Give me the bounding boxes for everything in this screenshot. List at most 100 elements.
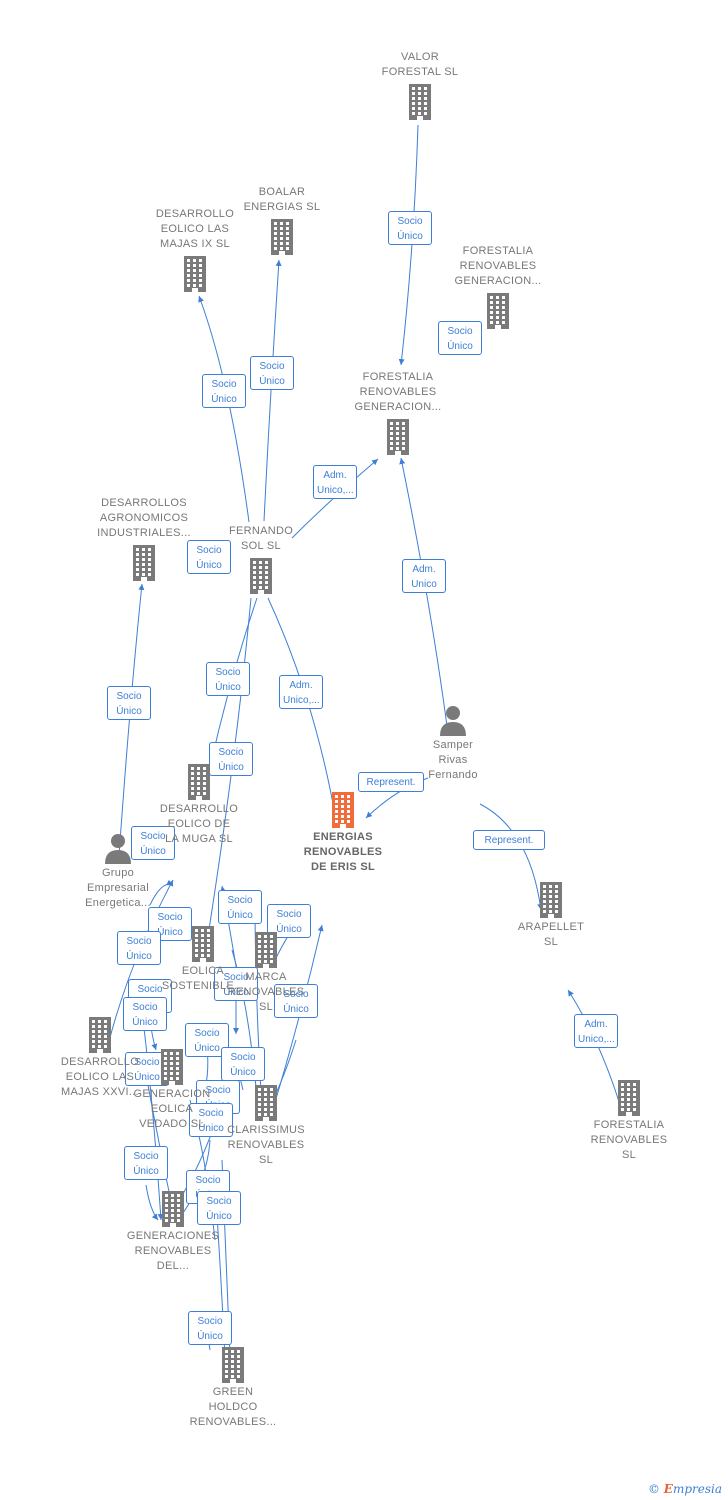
relation-label[interactable]: Socio Único [274, 984, 318, 1018]
relation-label[interactable]: Socio Único [202, 374, 246, 408]
brand-e: E [663, 1482, 673, 1496]
building-icon[interactable] [157, 1191, 189, 1227]
relation-label[interactable]: Socio Único [188, 1311, 232, 1345]
copyright-symbol: © [647, 1482, 660, 1496]
relation-edge-27 [145, 1184, 159, 1221]
company-node-boalar[interactable]: BOALAR ENERGIAS SL [217, 185, 347, 255]
relation-edge-17 [271, 924, 324, 1113]
node-label[interactable]: FERNANDO SOL SL [228, 525, 294, 552]
person-icon[interactable] [103, 832, 133, 864]
node-label[interactable]: DESARROLLO EOLICO LAS MAJAS XXVI... [60, 1056, 140, 1098]
relation-label[interactable]: Socio Único [388, 211, 432, 245]
relation-label[interactable]: Socio Único [209, 742, 253, 776]
relation-label[interactable]: Represent. [473, 830, 545, 850]
relation-label[interactable]: Adm. Unico,... [313, 465, 357, 499]
relation-edge-5 [399, 457, 448, 727]
company-node-sostenible[interactable]: EOLICA SOSTENIBLE... [138, 926, 268, 994]
building-icon[interactable] [382, 419, 414, 455]
company-node-majas9[interactable]: DESARROLLO EOLICO LAS MAJAS IX SL [130, 207, 260, 292]
relation-label[interactable]: Socio Único [214, 967, 258, 1001]
company-node-forestalia_bot[interactable]: FORESTALIA RENOVABLES SL [564, 1080, 694, 1163]
node-label[interactable]: DESARROLLO EOLICO DE LA MUGA SL [159, 803, 239, 845]
node-label[interactable]: FORESTALIA RENOVABLES GENERACION... [354, 371, 442, 413]
building-icon[interactable] [482, 293, 514, 329]
node-label[interactable]: EOLICA SOSTENIBLE... [161, 965, 245, 992]
building-icon[interactable] [613, 1080, 645, 1116]
building-icon[interactable] [187, 926, 219, 962]
relation-edge-0 [398, 124, 419, 366]
building-icon[interactable] [217, 1347, 249, 1383]
company-node-generacion[interactable]: GENERACION EOLICA VEDADO SL [107, 1049, 237, 1132]
person-icon[interactable] [438, 704, 468, 736]
relation-edge-4 [291, 458, 379, 539]
relation-label[interactable]: Socio Único [131, 826, 175, 860]
building-icon[interactable] [245, 558, 277, 594]
relation-label[interactable]: Adm. Unico,... [574, 1014, 618, 1048]
node-label[interactable]: GENERACION EOLICA VEDADO SL [133, 1088, 211, 1130]
building-icon[interactable] [404, 84, 436, 120]
relation-label[interactable]: Adm. Unico [402, 559, 446, 593]
relation-label[interactable]: Socio Único [124, 1146, 168, 1180]
node-label[interactable]: ARAPELLET SL [517, 921, 585, 948]
company-node-agronomicos[interactable]: DESARROLLOS AGRONOMICOS INDUSTRIALES... [79, 496, 209, 581]
building-icon[interactable] [535, 882, 567, 918]
relation-label[interactable]: Adm. Unico,... [279, 675, 323, 709]
building-icon[interactable] [266, 219, 298, 255]
relation-edge-2 [263, 259, 282, 522]
node-label[interactable]: ENERGIAS RENOVABLES DE ERIS SL [303, 831, 383, 873]
node-label[interactable]: MARCA RENOVABLES SL [227, 971, 305, 1013]
company-node-clarissimus[interactable]: CLARISSIMUS RENOVABLES SL [201, 1085, 331, 1168]
building-icon[interactable] [179, 256, 211, 292]
relation-edge-8 [267, 597, 338, 821]
relation-label[interactable]: Socio Único [221, 1047, 265, 1081]
company-node-arapellet[interactable]: ARAPELLET SL [486, 882, 616, 950]
brand-name: mpresia [672, 1482, 722, 1496]
company-node-samper[interactable]: Samper Rivas Fernando [388, 704, 518, 783]
building-icon[interactable] [250, 932, 282, 968]
relation-label[interactable]: Socio Único [438, 321, 482, 355]
company-node-forestalia_mid[interactable]: FORESTALIA RENOVABLES GENERACION... [333, 370, 463, 455]
company-node-green[interactable]: GREEN HOLDCO RENOVABLES... [168, 1347, 298, 1430]
company-node-marca[interactable]: MARCA RENOVABLES SL [201, 932, 331, 1015]
company-node-generaciones[interactable]: GENERACIONES RENOVABLES DEL... [108, 1191, 238, 1274]
company-node-forestalia_top[interactable]: FORESTALIA RENOVABLES GENERACION... [433, 244, 563, 329]
building-icon[interactable] [327, 792, 359, 828]
node-label[interactable]: VALOR FORESTAL SL [381, 51, 459, 78]
node-label[interactable]: Grupo Empresarial Energetica... [85, 867, 151, 909]
relation-label[interactable]: Socio Único [197, 1191, 241, 1225]
relation-label[interactable]: Socio Único [206, 662, 250, 696]
node-label[interactable]: DESARROLLO EOLICO LAS MAJAS IX SL [155, 208, 235, 250]
building-icon[interactable] [128, 545, 160, 581]
node-label[interactable]: GREEN HOLDCO RENOVABLES... [189, 1386, 277, 1428]
relation-label[interactable]: Socio Único [123, 997, 167, 1031]
building-icon[interactable] [250, 1085, 282, 1121]
company-node-muga[interactable]: DESARROLLO EOLICO DE LA MUGA SL [134, 764, 264, 847]
building-icon[interactable] [84, 1017, 116, 1053]
node-label[interactable]: FORESTALIA RENOVABLES SL [590, 1119, 668, 1161]
relation-label[interactable]: Socio Único [189, 1103, 233, 1137]
company-node-valor[interactable]: VALOR FORESTAL SL [355, 50, 485, 120]
company-node-eris[interactable]: ENERGIAS RENOVABLES DE ERIS SL [278, 792, 408, 875]
company-node-majas26[interactable]: DESARROLLO EOLICO LAS MAJAS XXVI... [35, 1017, 165, 1100]
relation-edge-3 [198, 295, 250, 523]
building-icon[interactable] [183, 764, 215, 800]
relation-label[interactable]: Socio Único [250, 356, 294, 390]
empresia-watermark: © Empresia [648, 1482, 722, 1496]
node-label[interactable]: BOALAR ENERGIAS SL [243, 186, 321, 213]
relation-label[interactable]: Represent. [358, 772, 424, 792]
company-node-fernando[interactable]: FERNANDO SOL SL [196, 524, 326, 594]
relation-label[interactable]: Socio Único [185, 1023, 229, 1057]
relation-label[interactable]: Socio Único [218, 890, 262, 924]
relation-label[interactable]: Socio Único [187, 540, 231, 574]
node-label[interactable]: CLARISSIMUS RENOVABLES SL [227, 1124, 305, 1166]
relation-label[interactable]: Socio Único [117, 931, 161, 965]
relation-label[interactable]: Socio Único [107, 686, 151, 720]
company-node-grupo[interactable]: Grupo Empresarial Energetica... [53, 832, 183, 911]
building-icon[interactable] [156, 1049, 188, 1085]
node-label[interactable]: GENERACIONES RENOVABLES DEL... [126, 1230, 220, 1272]
node-label[interactable]: FORESTALIA RENOVABLES GENERACION... [454, 245, 542, 287]
node-label[interactable]: DESARROLLOS AGRONOMICOS INDUSTRIALES... [97, 497, 191, 539]
node-label[interactable]: Samper Rivas Fernando [428, 739, 478, 781]
